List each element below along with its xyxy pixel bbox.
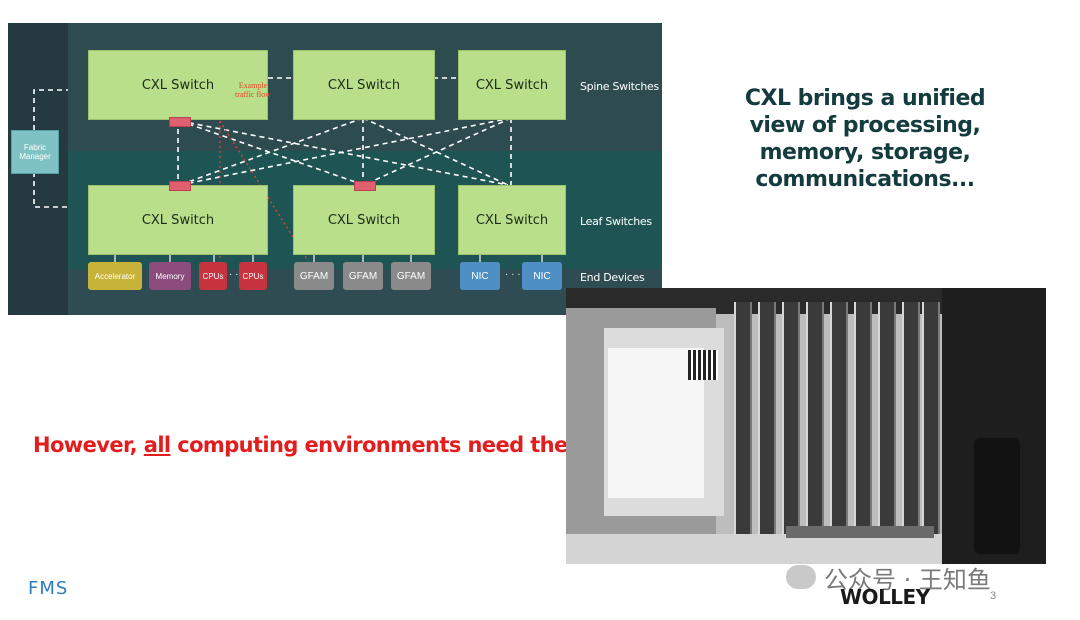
device-accelerator: Accelerator: [88, 262, 142, 290]
device-ellipsis-cpu: · ·: [229, 269, 239, 280]
leaf-switch-3-label: CXL Switch: [475, 212, 549, 228]
fabric-manager-box: Fabric Manager: [11, 130, 59, 174]
headline-text: CXL brings a unified view of processing,…: [744, 86, 986, 192]
leaf-switch-2: CXL Switch: [293, 185, 435, 255]
watermark-text: 公众号 · 王知鱼: [824, 565, 991, 594]
device-label: Memory: [155, 271, 185, 281]
server-latch: [974, 438, 1020, 554]
qr-code-icon: [688, 350, 718, 380]
drive-bay: [734, 302, 752, 534]
drive-bay: [878, 302, 896, 534]
warning-after: computing environments need these: [170, 433, 594, 457]
wechat-icon: [786, 565, 816, 589]
device-cpus-1: CPUs: [199, 262, 227, 290]
device-gfam-3: GFAM: [391, 262, 431, 290]
warning-text: However, all computing environments need…: [33, 433, 594, 457]
device-cpus-2: CPUs: [239, 262, 267, 290]
page-number: 3: [990, 590, 997, 602]
device-label: CPUs: [242, 271, 264, 281]
device-label: NIC: [471, 270, 489, 282]
cxl-fabric-diagram: Fabric Manager CXL Switch CXL Switch CXL…: [8, 23, 662, 315]
drive-bay: [830, 302, 848, 534]
server-photo: [566, 288, 1046, 564]
leaf-port-1: [169, 181, 191, 191]
device-nic-1: NIC: [460, 262, 500, 290]
drive-bay: [758, 302, 776, 534]
spine-port: [169, 117, 191, 127]
spine-switch-1-label: CXL Switch: [141, 77, 215, 93]
spine-switch-2: CXL Switch: [293, 50, 435, 120]
spine-switch-3-label: CXL Switch: [475, 77, 549, 93]
drive-bay: [902, 302, 920, 534]
device-label: NIC: [533, 270, 551, 282]
warning-emphasis: all: [143, 433, 171, 457]
leaf-switch-1-label: CXL Switch: [141, 212, 215, 228]
device-gfam-1: GFAM: [294, 262, 334, 290]
drive-bay: [922, 302, 940, 534]
leaf-switch-3: CXL Switch: [458, 185, 566, 255]
device-nic-2: NIC: [522, 262, 562, 290]
row-label-spine: Spine Switches: [580, 80, 659, 93]
row-label-end: End Devices: [580, 271, 645, 284]
drive-tray: [786, 526, 934, 538]
leaf-switch-2-label: CXL Switch: [327, 212, 401, 228]
device-ellipsis-nic: · · ·: [505, 269, 521, 280]
device-memory: Memory: [149, 262, 191, 290]
drive-bay: [854, 302, 872, 534]
device-label: GFAM: [396, 270, 426, 282]
device-label: Accelerator: [94, 271, 136, 281]
spine-switch-2-label: CXL Switch: [327, 77, 401, 93]
fabric-manager-label: Fabric Manager: [19, 143, 51, 161]
wolley-logo: WOLLEY: [840, 585, 930, 609]
drive-bay: [806, 302, 824, 534]
drive-bay: [782, 302, 800, 534]
warning-before: However,: [33, 433, 144, 457]
spine-switch-1: CXL Switch: [88, 50, 268, 120]
leaf-switch-1: CXL Switch: [88, 185, 268, 255]
leaf-port-2: [354, 181, 376, 191]
device-label: GFAM: [348, 270, 378, 282]
device-label: CPUs: [202, 271, 224, 281]
spine-switch-3: CXL Switch: [458, 50, 566, 120]
row-label-leaf: Leaf Switches: [580, 215, 652, 228]
device-gfam-2: GFAM: [343, 262, 383, 290]
fms-logo: FMS: [28, 578, 69, 599]
server-bottom-rail: [566, 534, 942, 564]
traffic-flow-text: Example traffic flow: [234, 81, 272, 99]
wechat-watermark: 公众号 · 王知鱼: [786, 560, 1046, 594]
traffic-flow-label: Example traffic flow: [230, 81, 276, 99]
device-label: GFAM: [299, 270, 329, 282]
